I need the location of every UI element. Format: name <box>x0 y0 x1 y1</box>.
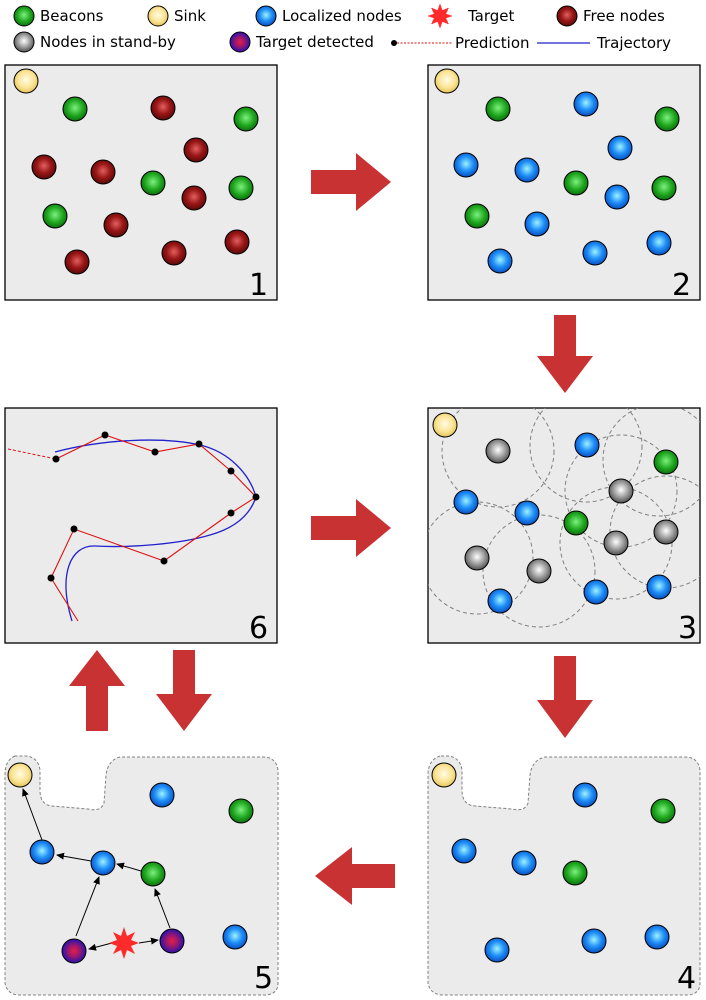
legend: Beacons Sink Localized nodes Target Free… <box>13 3 671 53</box>
beacon-nodes <box>140 798 254 887</box>
beacon-nodes <box>562 798 676 886</box>
legend-target-label: Target <box>467 7 515 25</box>
localized-nodes <box>453 91 672 274</box>
sink-node <box>434 68 460 94</box>
panel-4: 4 <box>427 755 701 996</box>
arrow-6-to-5 <box>156 650 212 731</box>
arrow-5-to-6 <box>69 650 125 731</box>
panel-1: 1 <box>4 64 278 303</box>
legend-detected-icon <box>229 31 251 53</box>
arrow-4-to-5 <box>315 847 395 905</box>
panel-number: 6 <box>249 611 268 646</box>
arrow-1-to-2 <box>311 153 391 211</box>
legend-beacon-icon <box>13 5 35 27</box>
legend-prediction-label: Prediction <box>455 34 530 52</box>
free-nodes <box>31 95 250 275</box>
beacon-nodes <box>42 96 259 229</box>
arrow-6-to-3 <box>311 499 391 557</box>
legend-sink-icon <box>147 5 169 27</box>
trajectory-curve <box>54 439 257 622</box>
sink-node <box>432 412 458 438</box>
panel-number: 3 <box>678 611 697 646</box>
legend-standby-label: Nodes in stand-by <box>40 33 176 51</box>
panel-5: 5 <box>4 755 279 996</box>
legend-prediction-dot-icon <box>391 40 397 46</box>
legend-trajectory-label: Trajectory <box>596 34 671 52</box>
prediction-points <box>47 431 260 582</box>
sink-node <box>431 762 457 788</box>
arrow-3-to-4 <box>537 656 593 738</box>
panel-6: 6 <box>4 407 278 646</box>
panel-number: 5 <box>254 961 273 996</box>
target-star-icon <box>109 927 139 959</box>
localized-nodes <box>453 432 672 614</box>
sink-node <box>7 762 33 788</box>
detected-nodes <box>61 928 185 964</box>
panel-number: 4 <box>677 961 696 996</box>
beacon-nodes <box>563 449 679 536</box>
panel-2: 2 <box>427 64 701 303</box>
legend-standby-icon <box>13 31 35 53</box>
flow-arrows <box>69 153 593 905</box>
prediction-tail <box>7 448 57 460</box>
sink-node <box>13 68 39 94</box>
panel-number: 1 <box>249 268 268 303</box>
arrow-2-to-3 <box>537 315 593 393</box>
legend-target-icon <box>427 3 453 29</box>
legend-localized-label: Localized nodes <box>282 7 402 25</box>
legend-free-label: Free nodes <box>583 7 665 25</box>
legend-sink-label: Sink <box>174 7 206 25</box>
localized-nodes <box>29 782 248 950</box>
panel-number: 2 <box>672 268 691 303</box>
panel-3: 3 <box>427 407 701 646</box>
legend-beacons-label: Beacons <box>40 7 104 25</box>
beacon-nodes <box>464 96 680 229</box>
routing-arrows <box>22 788 171 951</box>
legend-detected-label: Target detected <box>255 33 374 51</box>
standby-nodes <box>464 438 679 584</box>
localized-nodes <box>451 782 670 963</box>
legend-free-icon <box>556 5 578 27</box>
legend-localized-icon <box>255 5 277 27</box>
